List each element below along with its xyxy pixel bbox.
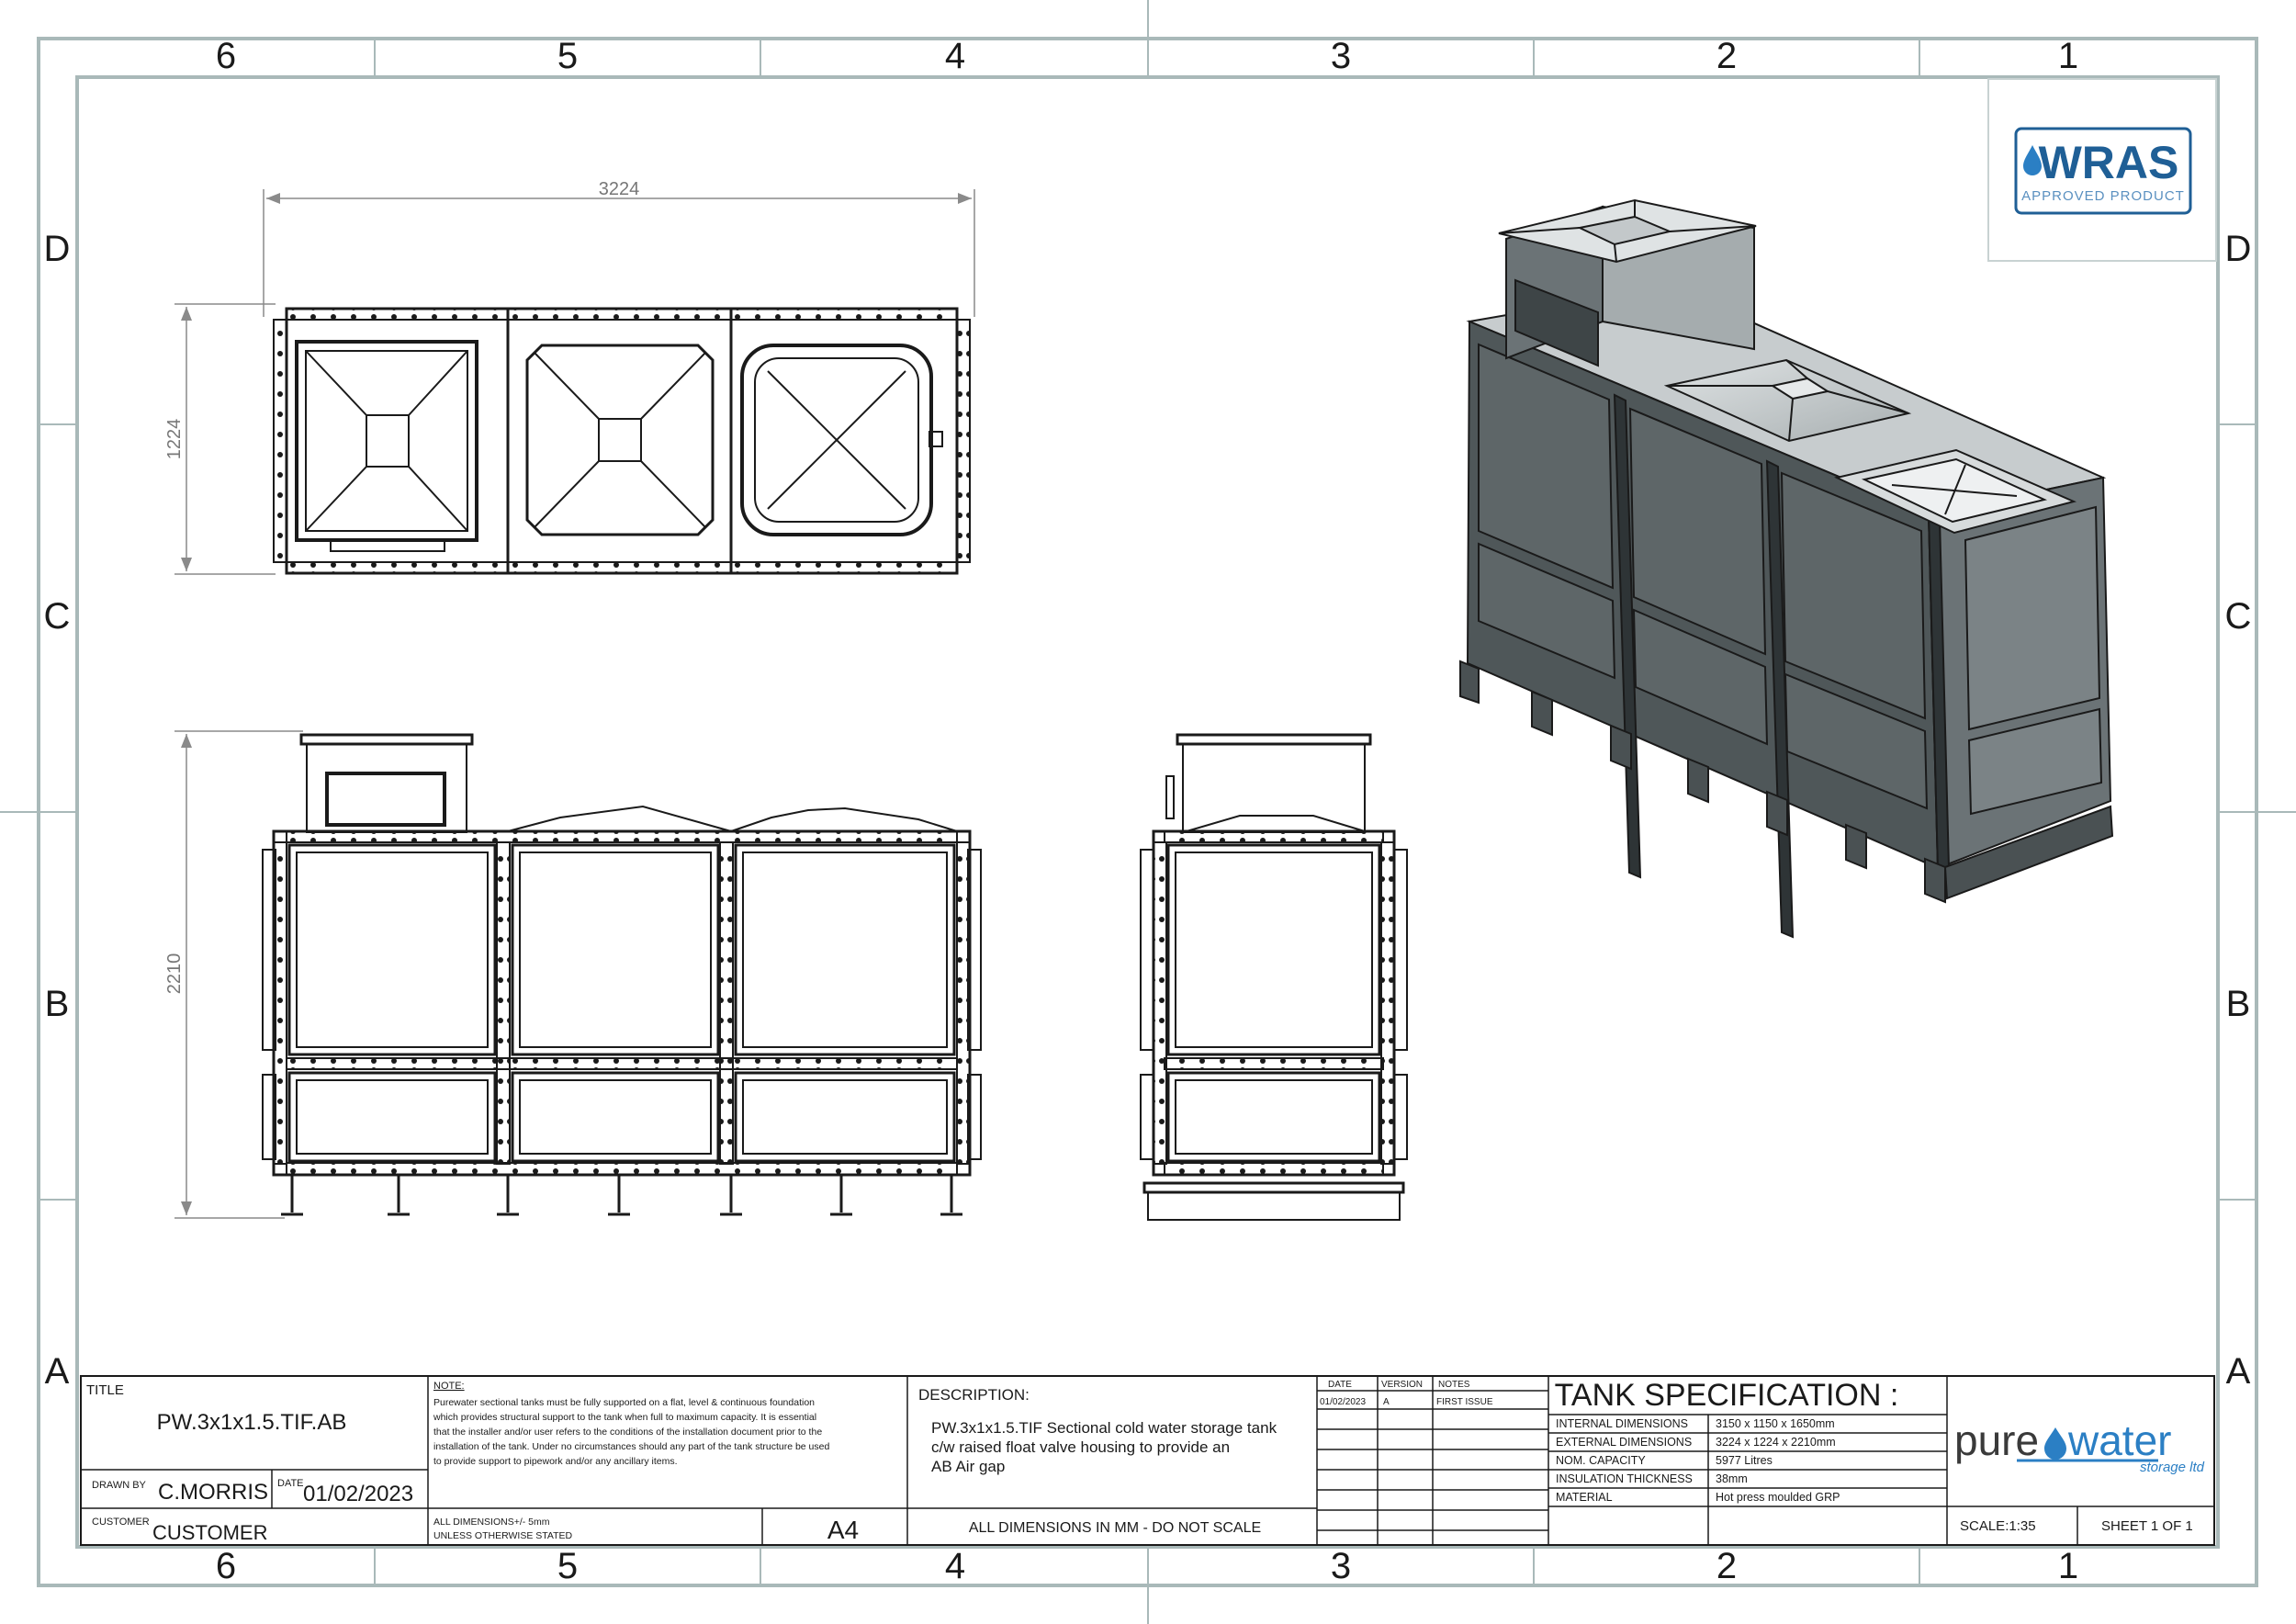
rev-header-notes: NOTES bbox=[1438, 1380, 1470, 1390]
tolerance-line-2: UNLESS OTHERWISE STATED bbox=[433, 1530, 573, 1541]
zone-row-d-left: D bbox=[44, 229, 71, 269]
date-label: DATE bbox=[277, 1478, 304, 1489]
company-name-water: water bbox=[2067, 1416, 2171, 1464]
description-line-3: AB Air gap bbox=[931, 1458, 1005, 1475]
title-block-text: TITLE PW.3x1x1.5.TIF.AB DRAWN BY C.MORRI… bbox=[86, 1378, 2205, 1544]
wras-logo: WRAS APPROVED PRODUCT bbox=[1987, 78, 2217, 262]
plan-view bbox=[174, 189, 975, 575]
note-line-4: installation of the tank. Under no circu… bbox=[433, 1441, 829, 1452]
zone-row-c-right: C bbox=[2225, 596, 2252, 637]
width-dimension-label: 1224 bbox=[164, 419, 185, 460]
note-label: NOTE: bbox=[433, 1381, 465, 1392]
spec-value-3: 5977 Litres bbox=[1716, 1454, 1773, 1467]
spec-value-4: 38mm bbox=[1716, 1472, 1748, 1485]
sheet-size: A4 bbox=[827, 1516, 859, 1544]
zone-col-5-bottom: 5 bbox=[557, 1546, 578, 1586]
rev-header-date: DATE bbox=[1328, 1380, 1352, 1390]
zone-row-a-left: A bbox=[45, 1351, 70, 1392]
zone-col-3-top: 3 bbox=[1331, 36, 1351, 76]
spec-label-1: INTERNAL DIMENSIONS bbox=[1556, 1417, 1688, 1430]
drawing-scale: SCALE:1:35 bbox=[1960, 1518, 2036, 1534]
note-line-5: to provide support to pipework and/or an… bbox=[433, 1456, 678, 1467]
zone-col-2-bottom: 2 bbox=[1716, 1546, 1737, 1586]
zone-col-5-top: 5 bbox=[557, 36, 578, 76]
width-dimension bbox=[174, 303, 276, 575]
spec-value-5: Hot press moulded GRP bbox=[1716, 1491, 1840, 1504]
spec-value-2: 3224 x 1224 x 2210mm bbox=[1716, 1436, 1836, 1449]
title-block bbox=[80, 1375, 2215, 1546]
length-dimension-label: 3224 bbox=[599, 179, 640, 199]
zone-row-d-right: D bbox=[2225, 229, 2252, 269]
zone-col-1-top: 1 bbox=[2058, 36, 2078, 76]
company-name-pure: pure bbox=[1954, 1416, 2039, 1464]
length-dimension bbox=[263, 189, 975, 317]
zone-row-b-right: B bbox=[2226, 984, 2251, 1024]
spec-label-4: INSULATION THICKNESS bbox=[1556, 1472, 1693, 1485]
description-line-1: PW.3x1x1.5.TIF Sectional cold water stor… bbox=[931, 1419, 1277, 1437]
wras-name: WRAS bbox=[2039, 137, 2179, 188]
front-elevation bbox=[174, 730, 982, 1219]
sheet-number: SHEET 1 OF 1 bbox=[2101, 1518, 2193, 1534]
zone-col-6-bottom: 6 bbox=[216, 1546, 236, 1586]
date-value: 01/02/2023 bbox=[303, 1482, 413, 1506]
note-line-2: which provides structural support to the… bbox=[433, 1412, 816, 1423]
scale-note: ALL DIMENSIONS IN MM - DO NOT SCALE bbox=[969, 1520, 1261, 1536]
water-drop-icon bbox=[2023, 145, 2042, 175]
tolerance-line-1: ALL DIMENSIONS+/- 5mm bbox=[433, 1517, 550, 1528]
description-label: DESCRIPTION: bbox=[918, 1386, 1030, 1404]
company-logo: pure water storage ltd bbox=[1954, 1416, 2205, 1475]
rev-row-date: 01/02/2023 bbox=[1320, 1397, 1366, 1407]
customer-label: CUSTOMER bbox=[92, 1517, 150, 1528]
height-dimension bbox=[174, 730, 303, 1219]
rev-row-version: A bbox=[1383, 1397, 1390, 1407]
description-line-2: c/w raised float valve housing to provid… bbox=[931, 1438, 1230, 1456]
side-elevation bbox=[1140, 733, 1408, 1221]
note-line-1: Purewater sectional tanks must be fully … bbox=[433, 1397, 815, 1408]
customer-value: CUSTOMER bbox=[152, 1521, 268, 1544]
drawing-title: PW.3x1x1.5.TIF.AB bbox=[157, 1410, 347, 1435]
company-sub: storage ltd bbox=[2140, 1460, 2205, 1475]
rev-row-notes: FIRST ISSUE bbox=[1436, 1397, 1493, 1407]
rev-header-version: VERSION bbox=[1381, 1380, 1423, 1390]
note-line-3: that the installer and/or user refers to… bbox=[433, 1427, 822, 1438]
zone-col-2-top: 2 bbox=[1716, 36, 1737, 76]
zone-col-4-top: 4 bbox=[945, 36, 965, 76]
drawn-by-label: DRAWN BY bbox=[92, 1480, 147, 1491]
water-drop-icon bbox=[2044, 1427, 2066, 1460]
wras-tagline: APPROVED PRODUCT bbox=[2021, 188, 2185, 204]
title-label: TITLE bbox=[86, 1382, 124, 1398]
spec-label-5: MATERIAL bbox=[1556, 1491, 1613, 1504]
isometric-view bbox=[1459, 198, 2114, 939]
height-dimension-label: 2210 bbox=[164, 953, 185, 995]
zone-col-3-bottom: 3 bbox=[1331, 1546, 1351, 1586]
zone-row-a-right: A bbox=[2226, 1351, 2251, 1392]
zone-col-1-bottom: 1 bbox=[2058, 1546, 2078, 1586]
spec-title: TANK SPECIFICATION : bbox=[1555, 1378, 1899, 1413]
drawn-by-value: C.MORRIS bbox=[158, 1480, 268, 1505]
spec-label-3: NOM. CAPACITY bbox=[1556, 1454, 1646, 1467]
zone-labels: 6 5 4 3 2 1 6 5 4 3 2 1 D C B A D C B A bbox=[44, 36, 2252, 1586]
spec-value-1: 3150 x 1150 x 1650mm bbox=[1716, 1417, 1835, 1430]
zone-col-4-bottom: 4 bbox=[945, 1546, 965, 1586]
zone-row-b-left: B bbox=[45, 984, 70, 1024]
zone-row-c-left: C bbox=[44, 596, 71, 637]
zone-col-6-top: 6 bbox=[216, 36, 236, 76]
spec-label-2: EXTERNAL DIMENSIONS bbox=[1556, 1436, 1692, 1449]
